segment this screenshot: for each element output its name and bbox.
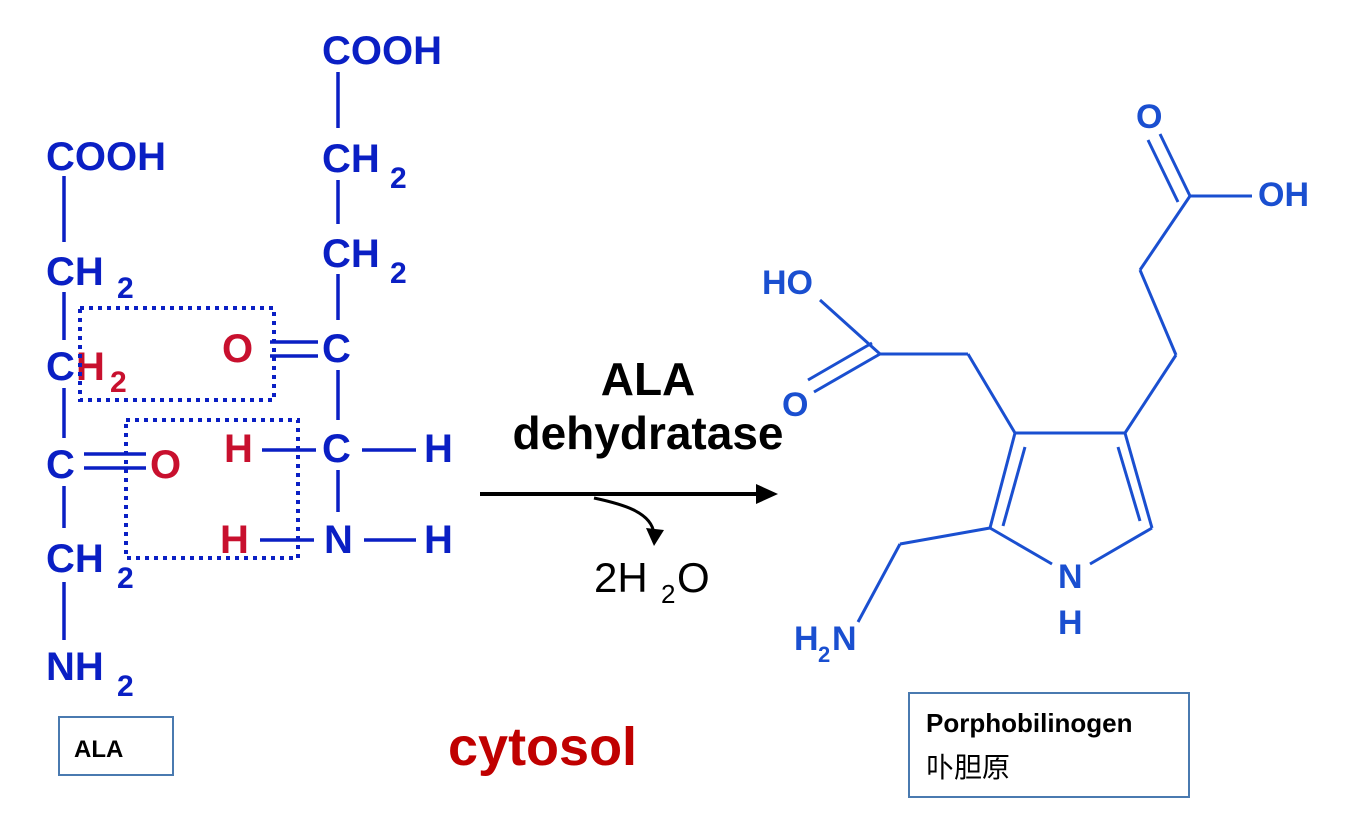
water-2h: 2H bbox=[594, 554, 648, 601]
right-h-red-2: H bbox=[220, 518, 249, 562]
enzyme-line-2: dehydratase bbox=[512, 407, 784, 459]
product-label-box: Porphobilinogen 卟胆原 bbox=[908, 692, 1190, 798]
pbg-nh-h: H bbox=[1058, 604, 1083, 642]
ala-label: ALA bbox=[74, 736, 124, 763]
left-nh2-sub: 2 bbox=[117, 670, 134, 703]
enzyme-label: ALA dehydratase bbox=[470, 352, 826, 460]
left-c-of-ch2-2: C bbox=[46, 345, 75, 389]
lower-dotted-box bbox=[124, 418, 300, 560]
right-ch2-1: CH bbox=[322, 137, 380, 181]
pbg-h2n-sub: 2 bbox=[818, 642, 830, 667]
location-label: cytosol bbox=[448, 717, 638, 777]
pbg-bonds bbox=[807, 133, 1252, 623]
pbg-n: N bbox=[1058, 558, 1083, 596]
right-n: N bbox=[324, 518, 353, 562]
ala-molecule-right: COOH CH 2 CH 2 C C H N H bbox=[322, 29, 453, 562]
left-ch2-1: CH bbox=[46, 250, 104, 294]
right-h-red-1: H bbox=[224, 427, 253, 471]
right-cooh: COOH bbox=[322, 29, 442, 73]
pbg-oh: OH bbox=[1258, 176, 1309, 214]
pbg-ho: HO bbox=[762, 264, 813, 302]
water-o: O bbox=[677, 554, 710, 601]
condensation-boxes bbox=[78, 306, 300, 560]
reaction-arrow bbox=[480, 484, 778, 546]
left-h2-red-sub: 2 bbox=[110, 366, 127, 399]
left-ch2-3-sub: 2 bbox=[117, 562, 134, 595]
left-nh2: NH bbox=[46, 645, 104, 689]
pbg-h2n-n: N bbox=[832, 620, 857, 658]
water-sub: 2 bbox=[661, 579, 675, 609]
product-label-en: Porphobilinogen bbox=[926, 708, 1133, 738]
right-ch2-2-sub: 2 bbox=[390, 257, 407, 290]
left-highlights: H 2 O bbox=[76, 345, 181, 487]
right-c-alpha: C bbox=[322, 427, 351, 471]
right-ch2-1-sub: 2 bbox=[390, 162, 407, 195]
right-o-red: O bbox=[222, 327, 253, 371]
right-bonds bbox=[260, 72, 416, 542]
right-h-n: H bbox=[424, 518, 453, 562]
pbg-o-left: O bbox=[782, 386, 808, 424]
pbg-o-top: O bbox=[1136, 98, 1162, 136]
left-o-red: O bbox=[150, 443, 181, 487]
pbg-h2n-h: H bbox=[794, 620, 819, 658]
water-arrow-head bbox=[646, 528, 664, 546]
left-ch2-1-sub: 2 bbox=[117, 272, 134, 305]
upper-dotted-box bbox=[78, 306, 276, 402]
ala-molecule-left: COOH CH 2 C C CH 2 NH 2 bbox=[46, 135, 166, 703]
ala-label-box: ALA bbox=[58, 716, 174, 776]
product-label-zh: 卟胆原 bbox=[926, 751, 1011, 784]
right-c-carbonyl: C bbox=[322, 327, 351, 371]
water-label: 2H 2 O bbox=[594, 554, 710, 609]
right-highlights: O H H bbox=[220, 327, 253, 562]
pbg-atoms: O OH HO O N H H 2 N bbox=[762, 98, 1309, 667]
water-release-curve bbox=[593, 496, 656, 535]
left-cooh: COOH bbox=[46, 135, 166, 179]
enzyme-line-1: ALA bbox=[600, 353, 696, 405]
right-h-alpha: H bbox=[424, 427, 453, 471]
left-c-carbonyl: C bbox=[46, 443, 75, 487]
left-ch2-3: CH bbox=[46, 537, 104, 581]
left-bonds bbox=[62, 176, 146, 640]
right-ch2-2: CH bbox=[322, 232, 380, 276]
arrow-head bbox=[756, 484, 778, 504]
